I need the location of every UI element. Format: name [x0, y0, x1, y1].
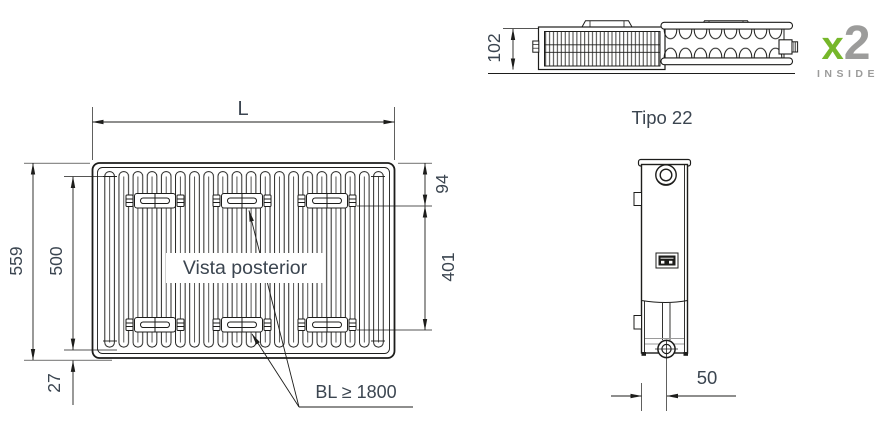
brand-badge — [655, 252, 679, 269]
type-label: Tipo 22 — [631, 107, 693, 128]
dim-depth-label: 102 — [483, 33, 504, 63]
logo-x: x — [821, 24, 844, 68]
side-view-drawing — [633, 158, 692, 359]
dim-bracket-span-label: 401 — [437, 252, 458, 282]
top-connection-port — [655, 164, 677, 186]
dim-connection-offset-label: 50 — [696, 367, 718, 388]
top-view-drawing — [488, 20, 799, 75]
rear-view-title: Vista posterior — [166, 253, 324, 283]
logo-2: 2 — [843, 17, 871, 70]
dim-bracket-top-label: 94 — [431, 174, 452, 194]
dim-bottom-offset-label: 27 — [43, 373, 64, 393]
bl-leader-lines — [248, 210, 413, 408]
dim-inner-height-label: 500 — [45, 246, 66, 276]
dim-total-height-label: 559 — [5, 246, 26, 276]
dimension-lines — [24, 28, 736, 411]
dim-length-label: L — [237, 97, 249, 120]
logo-inside-text: INSIDE — [816, 68, 879, 80]
bracket-length-note: BL ≥ 1800 — [315, 382, 397, 402]
